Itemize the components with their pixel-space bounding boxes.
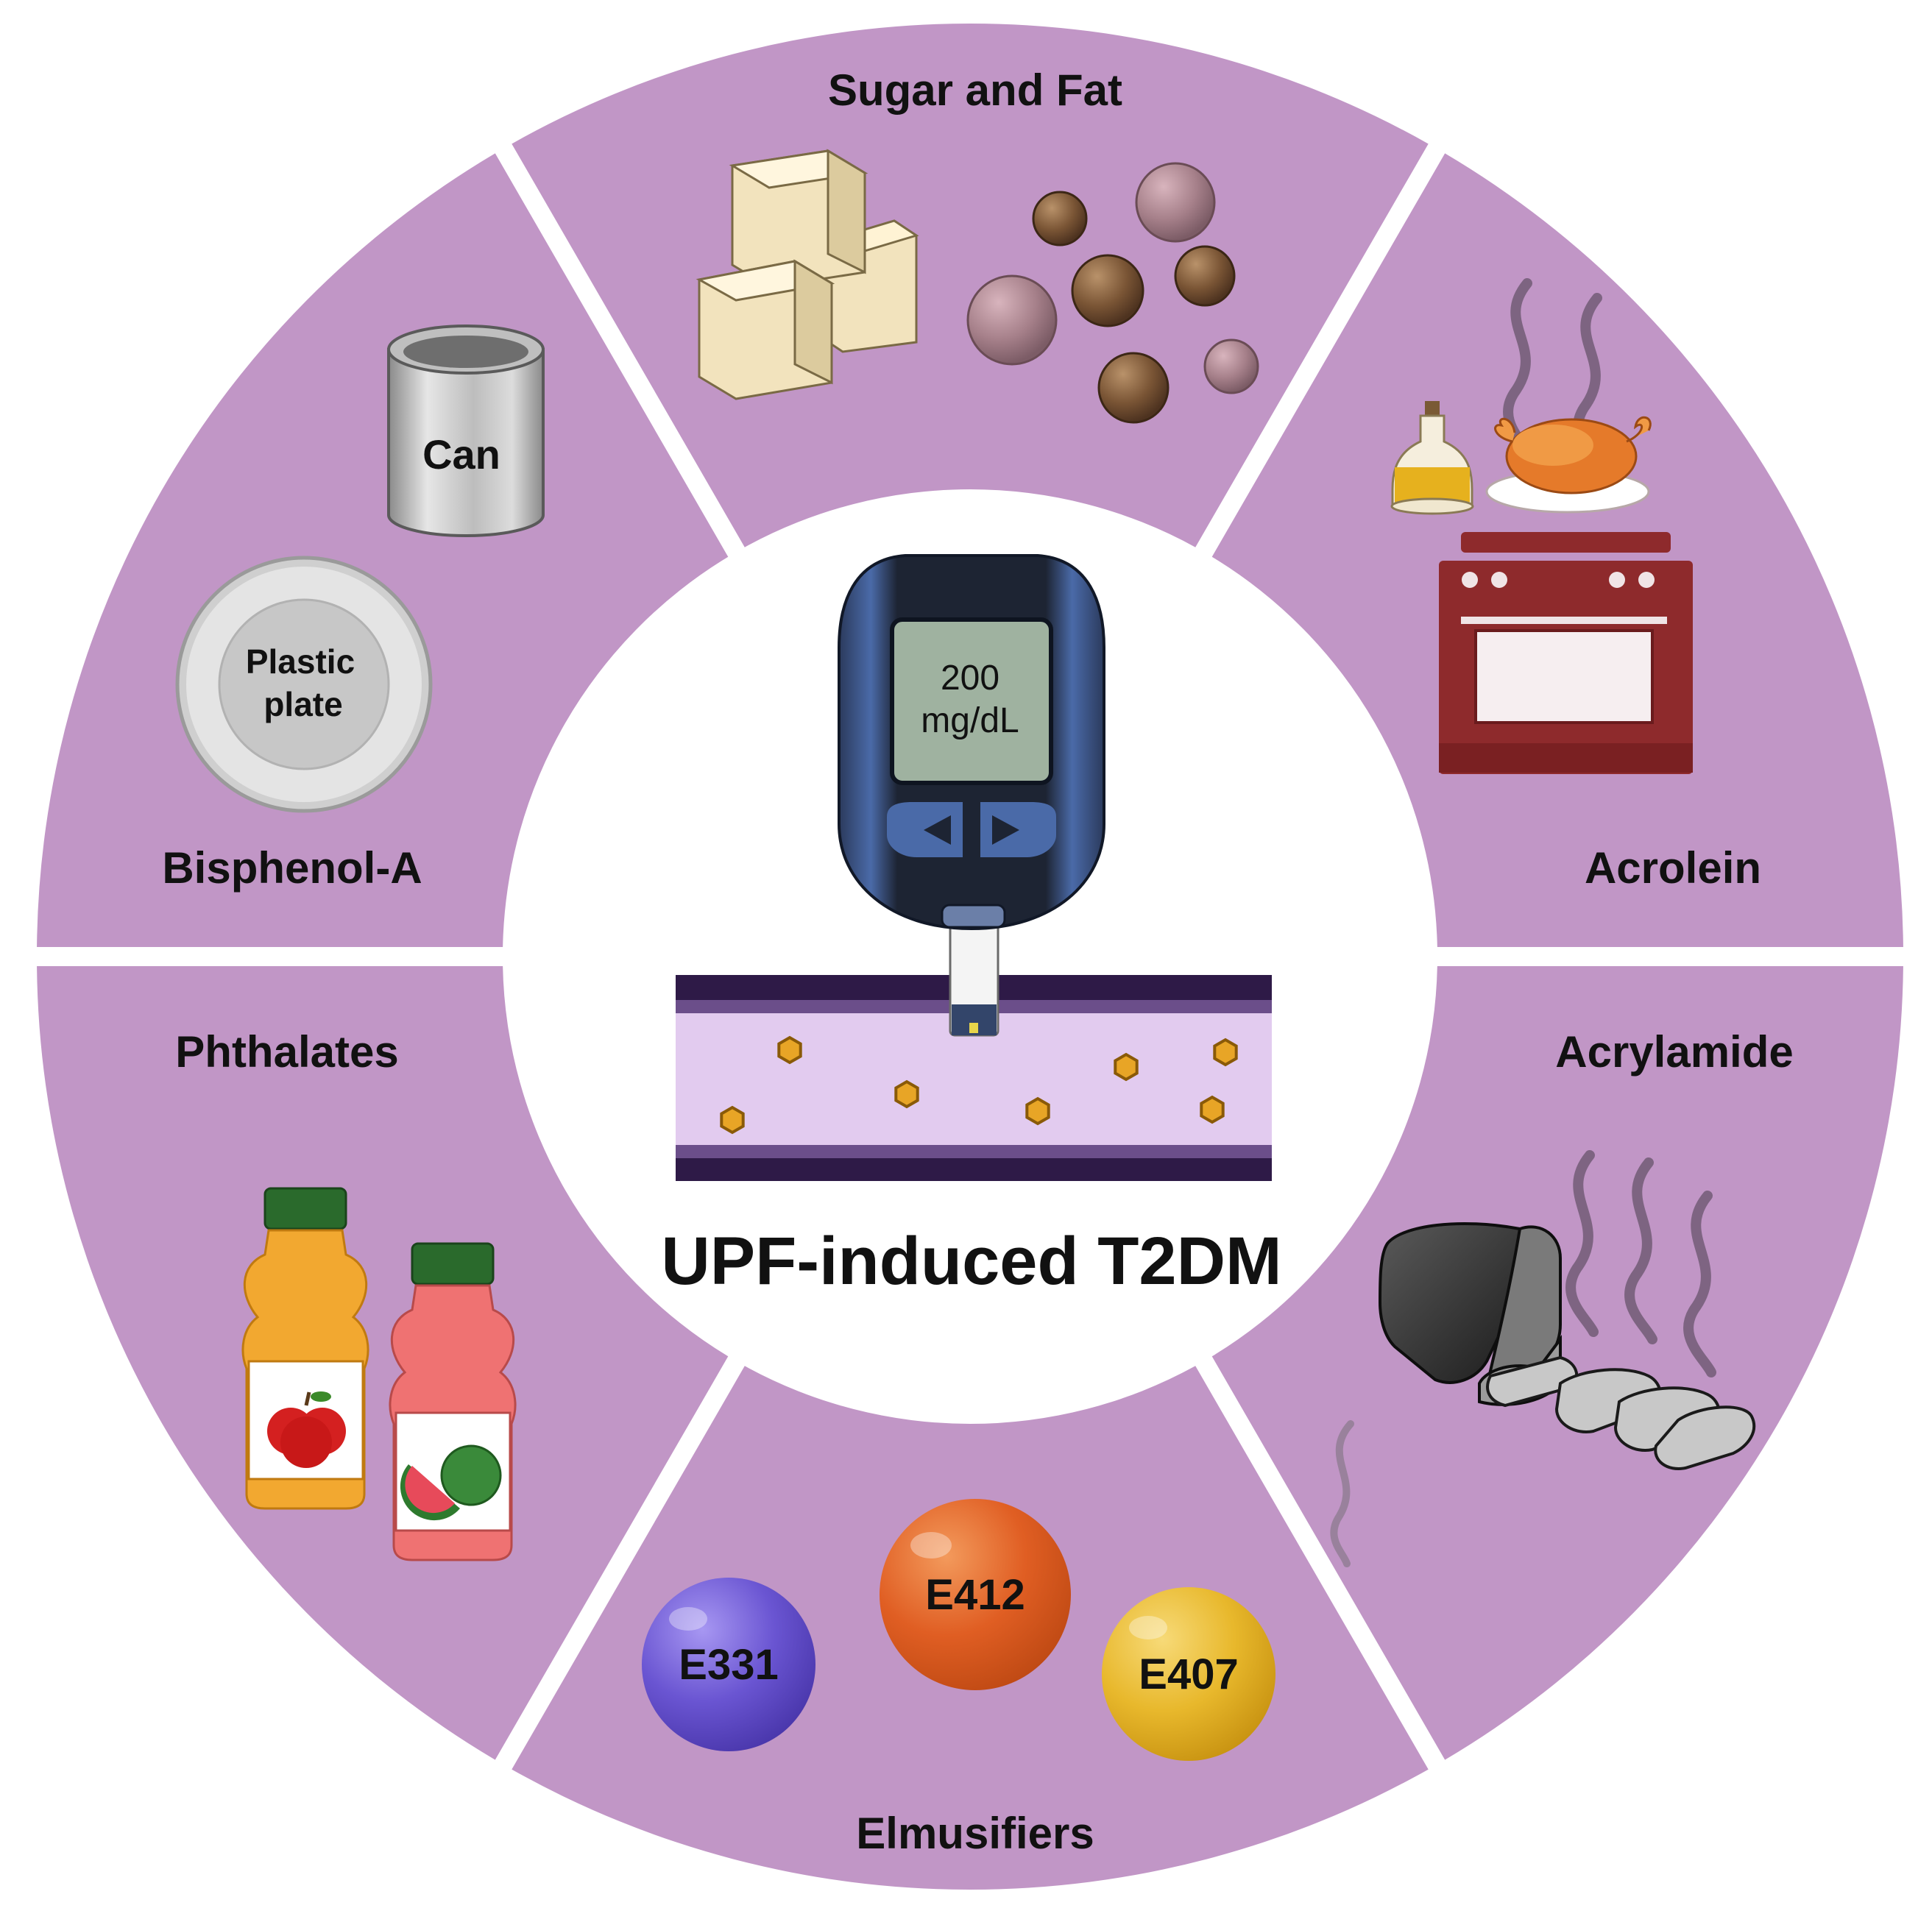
sugar-fat-illustration (696, 149, 1259, 424)
plastic-plate-icon: Plastic plate (175, 556, 433, 813)
blood-vessel-icon (676, 975, 1272, 1181)
emulsifiers-illustration: E412 E331 E407 (642, 1499, 1275, 1761)
emulsifier-label-e412: E412 (925, 1571, 1025, 1619)
emulsifier-label-e331: E331 (679, 1641, 778, 1689)
segment-phthalates (37, 965, 729, 1760)
apple-icon (267, 1391, 346, 1468)
plate-label-line1: Plastic (246, 642, 355, 681)
glucose-molecule-icon (1213, 1038, 1238, 1067)
steam-icon (1565, 1150, 1716, 1377)
center-illustration: 200 mg/dL UPF-induced T2DM (661, 554, 1282, 1299)
glucose-molecule-icon (894, 1079, 919, 1109)
juice-bottle-icon (389, 1242, 517, 1561)
emulsifier-ball-e331: E331 (642, 1578, 815, 1751)
phthalates-illustration (241, 1187, 517, 1561)
juice-bottle-icon (241, 1187, 369, 1510)
glucose-meter-icon: 200 mg/dL (838, 554, 1105, 1037)
glucose-molecule-icon (1114, 1052, 1139, 1082)
meter-left-arrow-icon (924, 815, 951, 845)
bisphenol-illustration: Can Plastic plate (175, 325, 545, 813)
oven-icon (1439, 532, 1693, 774)
center-title: UPF-induced T2DM (661, 1224, 1281, 1299)
meter-right-arrow-icon (992, 815, 1019, 845)
acrylamide-illustration (1330, 1150, 1756, 1567)
can-icon: Can (387, 325, 545, 537)
watermelon-icon (400, 1444, 502, 1521)
acrolein-illustration (1390, 278, 1693, 774)
segment-label-acrylamide: Acrylamide (1555, 1027, 1794, 1077)
segment-label-phthalates: Phthalates (175, 1027, 398, 1077)
segment-label-acrolein: Acrolein (1585, 843, 1761, 893)
emulsifier-label-e407: E407 (1139, 1650, 1238, 1698)
fat-droplet-icon (966, 162, 1259, 424)
plate-label-line2: plate (263, 685, 342, 723)
glucose-molecule-icon (1025, 1096, 1050, 1126)
segment-sugar-fat (512, 24, 1429, 547)
glucose-molecule-icon (720, 1105, 745, 1135)
segment-label-emulsifiers: Elmusifiers (856, 1809, 1094, 1858)
can-label: Can (422, 431, 500, 478)
emulsifier-ball-e412: E412 (880, 1499, 1071, 1690)
oil-bottle-icon (1390, 401, 1474, 515)
glucose-molecule-icon (777, 1035, 802, 1065)
bread-loaf-icon (1378, 1222, 1756, 1470)
meter-reading: 200 (941, 659, 999, 698)
glucose-molecule-icon (1200, 1095, 1225, 1124)
steam-icon (1330, 1420, 1354, 1567)
segment-label-sugar-fat: Sugar and Fat (828, 65, 1122, 115)
emulsifier-ball-e407: E407 (1102, 1587, 1275, 1761)
meter-unit: mg/dL (921, 701, 1019, 740)
segment-label-bisphenol: Bisphenol-A (162, 843, 422, 893)
roast-chicken-icon (1485, 416, 1652, 514)
sugar-cube-icon (696, 149, 919, 400)
glucose-molecules (720, 1035, 1238, 1135)
